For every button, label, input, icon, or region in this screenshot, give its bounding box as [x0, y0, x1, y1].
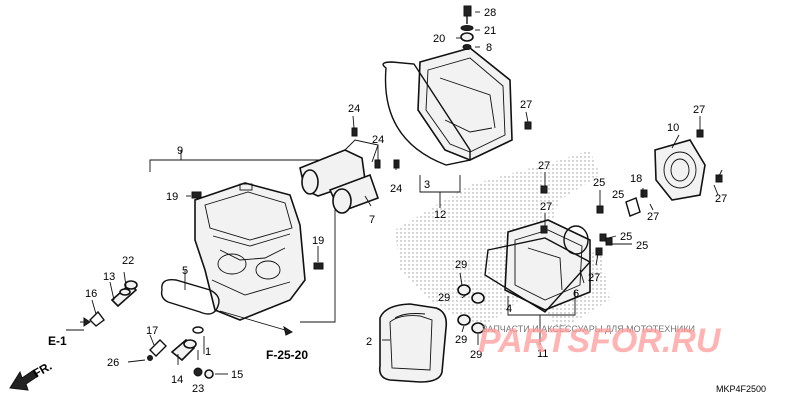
callout-12: 12 — [434, 209, 446, 221]
callout-27g: 27 — [715, 193, 727, 205]
bolts-24 — [351, 127, 400, 169]
ref-e1: E-1 — [48, 334, 67, 348]
clamp-18 — [625, 197, 641, 217]
callout-24b: 24 — [372, 134, 384, 146]
callout-15: 15 — [231, 369, 243, 381]
grommets-29 — [457, 284, 485, 334]
callout-23: 23 — [192, 383, 204, 395]
callout-27e: 27 — [647, 211, 659, 223]
callout-27f: 27 — [693, 104, 705, 116]
callout-10: 10 — [667, 122, 679, 134]
seal-5 — [160, 279, 220, 315]
plate-19b — [313, 262, 324, 270]
watermark-logo: PARTSFOR.RU — [478, 322, 722, 360]
callout-14: 14 — [171, 374, 183, 386]
callout-1: 1 — [205, 346, 211, 358]
callout-17: 17 — [146, 325, 158, 337]
callout-28: 28 — [484, 7, 496, 19]
callout-25d: 25 — [636, 240, 648, 252]
callout-18: 18 — [630, 173, 642, 185]
breather-fittings — [147, 326, 214, 379]
callout-25a: 25 — [593, 177, 605, 189]
callout-labels: 1 2 3 4 5 6 7 8 9 10 11 12 13 14 15 16 1… — [85, 7, 727, 395]
callout-29b: 29 — [438, 292, 450, 304]
callout-22: 22 — [122, 255, 134, 267]
front-arrow — [9, 369, 39, 391]
callout-19b: 19 — [312, 235, 324, 247]
callout-25b: 25 — [612, 189, 624, 201]
intake-duct — [299, 139, 380, 214]
drain-hose — [89, 280, 138, 327]
stud-assembly — [460, 5, 474, 50]
sub-case — [484, 219, 592, 313]
callout-20: 20 — [433, 33, 445, 45]
callout-2: 2 — [366, 336, 372, 348]
callout-26: 26 — [107, 357, 119, 369]
diagram-code: MKP4F2500 — [716, 384, 766, 394]
frame-shadow — [395, 150, 600, 330]
plate-19a — [191, 191, 202, 199]
callout-21: 21 — [484, 25, 496, 37]
callout-27b: 27 — [538, 160, 550, 172]
air-filter-element — [378, 303, 448, 383]
callout-24c: 24 — [390, 183, 402, 195]
callout-29c: 29 — [455, 334, 467, 346]
callout-3: 3 — [424, 179, 430, 191]
callout-24a: 24 — [348, 103, 360, 115]
callout-25c: 25 — [620, 231, 632, 243]
callout-27d: 27 — [588, 272, 600, 284]
side-cover-10 — [654, 139, 706, 201]
callout-27c: 27 — [540, 201, 552, 213]
ref-f25: F-25-20 — [266, 348, 308, 362]
callout-27a: 27 — [520, 99, 532, 111]
callout-7: 7 — [369, 214, 375, 226]
watermark-line: ЗАПЧАСТИ И АКСЕССУАРЫ ДЛЯ МОТОТЕХНИКИ — [482, 324, 695, 334]
callout-29d: 29 — [470, 349, 482, 361]
air-cleaner-cover — [382, 47, 513, 166]
callout-19a: 19 — [166, 191, 178, 203]
callout-5: 5 — [182, 265, 188, 277]
callout-6: 6 — [573, 288, 579, 300]
callout-13: 13 — [103, 271, 115, 283]
air-cleaner-case — [194, 182, 306, 321]
callout-9: 9 — [177, 145, 183, 157]
leader-lines — [66, 11, 723, 375]
callout-11: 11 — [537, 348, 548, 360]
callout-4: 4 — [506, 303, 512, 315]
callout-16: 16 — [85, 288, 97, 300]
callout-8: 8 — [486, 42, 492, 54]
callout-29a: 29 — [455, 259, 467, 271]
